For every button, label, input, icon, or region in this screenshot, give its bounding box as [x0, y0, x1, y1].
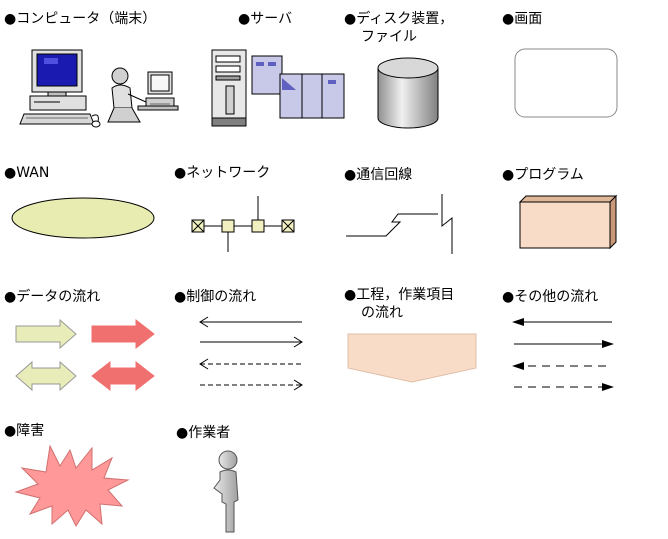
legend-label-disk-line1: ●ディスク装置， — [344, 11, 454, 27]
legend-label-control-flow: ●制御の流れ — [174, 289, 257, 305]
network-icon — [191, 196, 295, 252]
legend-label-network: ●ネットワーク — [174, 165, 271, 181]
legend-label-process-line2: の流れ — [361, 305, 403, 321]
control-flow-arrows-icon — [199, 316, 303, 391]
legend-label-program: ●プログラム — [502, 167, 584, 183]
server-icon — [211, 49, 345, 127]
legend-label-other-flow: ●その他の流れ — [502, 289, 599, 305]
legend-label-wan: ●WAN — [4, 165, 50, 181]
legend-label-fault: ●障害 — [4, 423, 45, 439]
process-flow-pentagon-icon — [347, 333, 477, 383]
comm-line-icon — [346, 194, 453, 254]
legend-label-process-line1: ●工程，作業項目 — [344, 287, 455, 303]
data-flow-arrows-icon — [15, 318, 155, 392]
worker-figure-icon — [213, 450, 239, 533]
other-flow-arrows-icon — [512, 318, 614, 391]
legend-label-screen: ●画面 — [502, 11, 543, 27]
disk-icon — [377, 57, 439, 129]
wan-ellipse-icon — [11, 197, 155, 239]
legend-label-disk-line2: ファイル — [361, 29, 417, 45]
legend-label-server: ●サーバ — [238, 11, 293, 27]
legend-label-process-flow: ●工程，作業項目 の流れ — [344, 286, 454, 322]
legend-label-data-flow: ●データの流れ — [4, 289, 101, 305]
legend-label-disk: ●ディスク装置， ファイル — [344, 10, 453, 46]
legend-label-worker: ●作業者 — [176, 425, 231, 441]
screen-icon — [514, 48, 618, 118]
legend-label-comm-line: ●通信回線 — [344, 167, 413, 183]
fault-burst-icon — [14, 444, 130, 528]
program-icon — [518, 194, 618, 250]
computer-terminal-icon — [19, 49, 179, 128]
legend-label-terminal: ●コンピュータ（端末） — [4, 11, 157, 27]
